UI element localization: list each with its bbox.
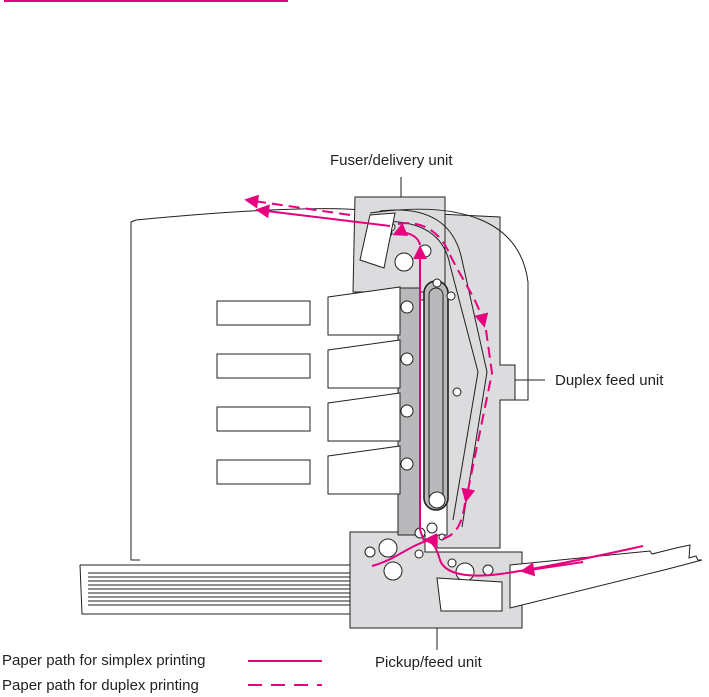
- toner-cartridges: [327, 286, 401, 495]
- multipurpose-tray: [509, 544, 703, 609]
- duplex-feed-unit-label: Duplex feed unit: [555, 372, 664, 389]
- printer-body-outline: [79, 208, 371, 615]
- output-flap: [359, 212, 396, 269]
- callout-lines: [400, 177, 545, 650]
- pickup-feed-unit-label: Pickup/feed unit: [375, 654, 482, 671]
- paper-stack: [88, 572, 352, 606]
- legend-simplex-label: Paper path for simplex printing: [2, 652, 206, 669]
- simplex-path: [255, 204, 644, 577]
- legend-duplex-label: Paper path for duplex printing: [2, 677, 199, 694]
- duplex-path: [244, 194, 494, 541]
- header-rule: [4, 0, 288, 2]
- cartridge-slots: [216, 300, 311, 485]
- transfer-belt: [423, 280, 449, 511]
- fuser-delivery-unit-label: Fuser/delivery unit: [330, 152, 453, 169]
- pickup-tray: [436, 577, 503, 612]
